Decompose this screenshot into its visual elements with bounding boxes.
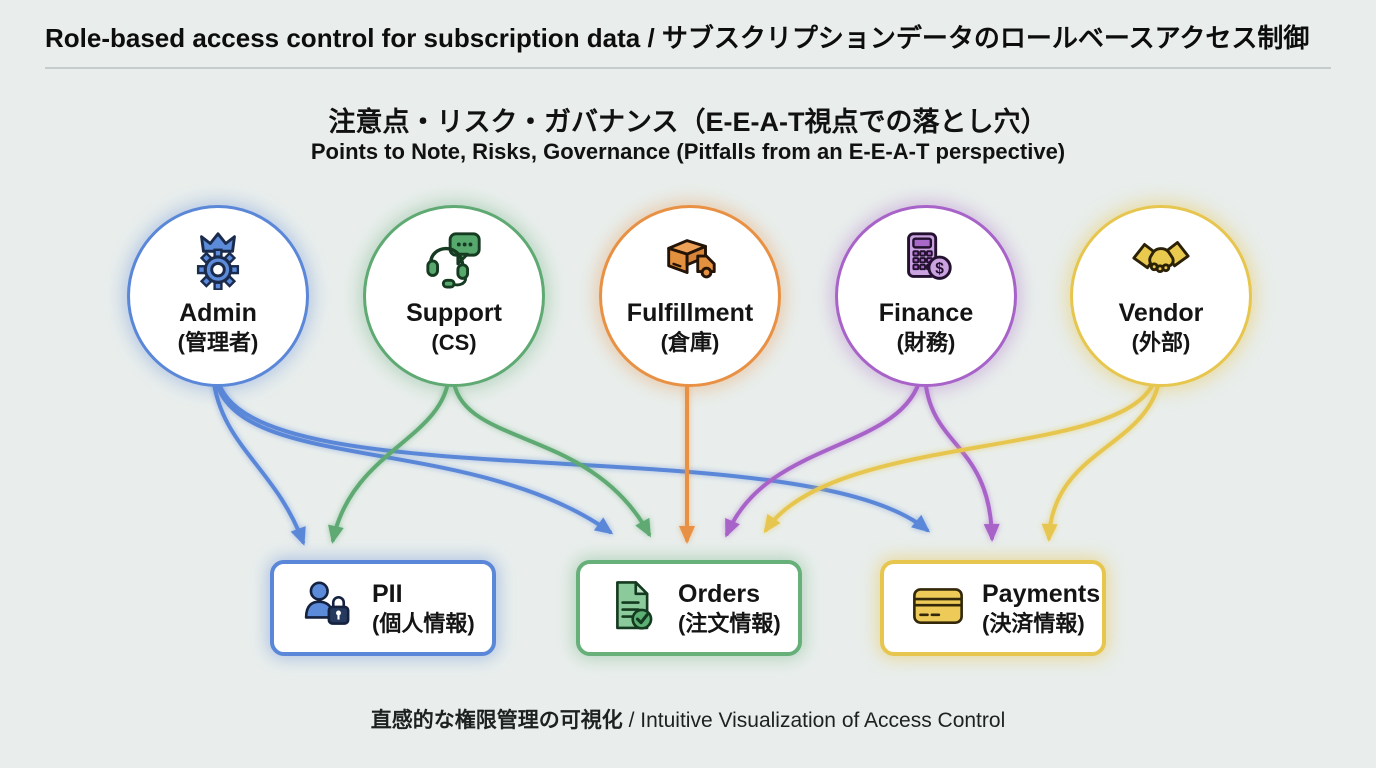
dataset-node-payments: Payments (決済情報) [880,560,1106,656]
edge-support-orders [451,374,651,538]
dataset-label: Orders [678,579,760,608]
box-truck-icon [659,228,721,290]
role-label: Vendor [1118,299,1204,327]
edge-support-pii [328,374,451,544]
role-node-admin: Admin (管理者) [127,205,309,387]
role-node-fulfillment: Fulfillment (倉庫) [599,205,781,387]
edge-finance-payments [923,374,1000,542]
document-check-icon [606,578,662,639]
dataset-node-orders: Orders (注文情報) [576,560,802,656]
role-label: Finance [878,299,974,327]
subtitle-japanese: 注意点・リスク・ガバナンス（E-E-A-T視点での落とし穴） [328,107,1048,137]
edge-admin-orders [213,374,614,535]
headset-chat-icon [423,228,485,290]
dataset-label-jp: (決済情報) [982,610,1085,636]
role-label: Admin [179,299,257,327]
dataset-label-jp: (個人情報) [372,610,475,636]
edge-admin-payments [215,374,931,533]
role-node-support: Support (CS) [363,205,545,387]
role-label: Support [406,299,502,327]
role-label-jp: (財務) [896,330,956,355]
edge-vendor-orders [763,374,1158,534]
role-label-jp: (倉庫) [660,330,720,355]
dataset-label: Payments [982,579,1101,608]
svg-text:$: $ [935,261,944,278]
edge-vendor-payments [1041,374,1162,542]
role-node-vendor: Vendor (外部) [1070,205,1252,387]
edge-finance-orders [725,374,923,538]
role-label-jp: (外部) [1131,330,1191,355]
title-divider [45,67,1331,69]
credit-card-icon [910,578,966,639]
handshake-icon [1130,228,1192,290]
page-title: Role-based access control for subscripti… [45,23,1310,53]
footer-caption-jp: 直感的な権限管理の可視化 [370,709,623,732]
role-label-jp: (CS) [431,330,477,355]
role-label-jp: (管理者) [177,330,259,355]
crown-gear-icon [187,228,249,291]
dataset-label: PII [372,579,403,608]
role-label: Fulfillment [626,299,754,327]
edge-admin-pii [211,374,306,546]
role-node-finance: $ Finance (財務) [835,205,1017,387]
subtitle-english: Points to Note, Risks, Governance (Pitfa… [310,139,1066,164]
footer-caption-en: / Intuitive Visualization of Access Cont… [628,709,1006,732]
person-lock-icon [300,578,356,639]
dataset-node-pii: PII (個人情報) [270,560,496,656]
calculator-coin-icon: $ [895,228,957,290]
footer-caption: 直感的な権限管理の可視化 / Intuitive Visualization o… [0,704,1376,734]
dataset-label-jp: (注文情報) [678,610,781,636]
